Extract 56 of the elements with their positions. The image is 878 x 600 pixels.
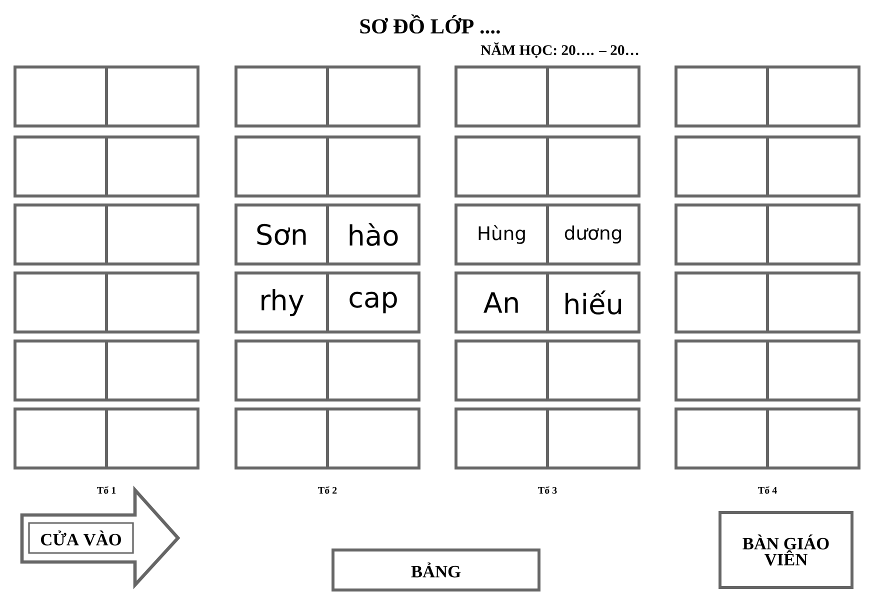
name-seat-box: rhy <box>234 272 329 334</box>
seat-box <box>454 136 549 198</box>
seat-box <box>234 408 329 470</box>
seat-box <box>674 272 769 334</box>
seat-box <box>105 272 200 334</box>
seat-box <box>105 136 200 198</box>
name-seat-box: hiếu <box>546 272 640 334</box>
seat-box <box>766 340 860 402</box>
group-label: Tổ 2 <box>318 486 337 494</box>
seat-box <box>766 272 860 334</box>
seat-box <box>326 408 420 470</box>
seat-box <box>766 408 860 470</box>
seat-box <box>766 66 860 128</box>
seat-box <box>674 66 769 128</box>
seat-box <box>546 408 640 470</box>
seat-box <box>454 408 549 470</box>
seat-box <box>674 136 769 198</box>
seat-box <box>326 136 420 198</box>
seat-box <box>234 66 329 128</box>
seat-box <box>674 408 769 470</box>
subtitle: NĂM HỌC: 20…. – 20… <box>480 42 638 58</box>
group-label: Tổ 1 <box>97 486 116 494</box>
seat-box <box>326 66 420 128</box>
seat-box <box>14 204 108 266</box>
seat-box <box>326 340 420 402</box>
name-seat-box: Hùng <box>454 204 549 266</box>
seat-box <box>546 136 640 198</box>
seat-box <box>14 408 108 470</box>
name-seat-box: Sơn <box>234 204 329 266</box>
seat-box <box>234 340 329 402</box>
seat-box <box>674 340 769 402</box>
seat-box <box>454 66 549 128</box>
group-label: Tổ 3 <box>538 486 557 494</box>
board-box: BẢNG <box>332 548 540 592</box>
name-seat-box: hào <box>326 204 420 266</box>
seat-box <box>105 66 200 128</box>
seat-box <box>105 340 200 402</box>
seat-box <box>546 340 640 402</box>
seat-box <box>105 408 200 470</box>
seat-box <box>674 204 769 266</box>
name-seat-box: cap <box>326 272 420 334</box>
group-label: Tổ 4 <box>758 486 777 494</box>
teacher-desk-box: BÀN GIÁO VIÊN <box>718 511 854 589</box>
seat-box <box>234 136 329 198</box>
seat-box <box>14 136 108 198</box>
seat-box <box>14 340 108 402</box>
seat-box <box>546 66 640 128</box>
seat-box <box>766 204 860 266</box>
name-seat-box: dương <box>546 204 640 266</box>
seat-box <box>14 272 108 334</box>
title: SƠ ĐỒ LỚP .... <box>360 14 500 34</box>
name-seat-box: An <box>454 272 549 334</box>
seat-box <box>14 66 108 128</box>
seat-box <box>454 340 549 402</box>
seat-box <box>766 136 860 198</box>
seat-box <box>105 204 200 266</box>
